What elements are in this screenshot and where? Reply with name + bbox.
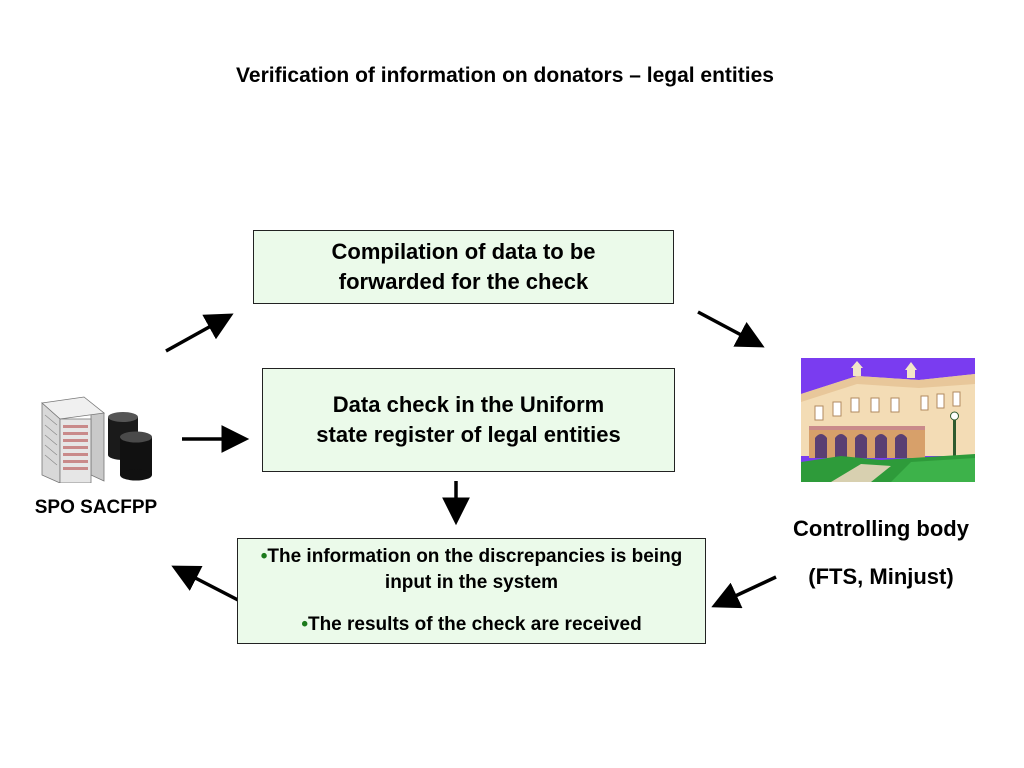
- controlling-body-line-2: (FTS, Minjust): [808, 564, 954, 589]
- arrow-controlling-body-to-results: [711, 575, 777, 609]
- results-item-2-text: The results of the check are received: [307, 614, 642, 635]
- controlling-body-label: Controlling body (FTS, Minjust): [770, 505, 992, 601]
- government-building-icon: [801, 358, 975, 482]
- server-with-database-cylinders-icon: [41, 396, 152, 483]
- results-item-2: •The results of the check are received: [301, 612, 641, 638]
- results-box: •The information on the discrepancies is…: [237, 538, 706, 644]
- data-check-line-1: Data check in the Uniform: [332, 392, 605, 417]
- slide-title: Verification of information on donators …: [236, 64, 774, 87]
- results-item-1-text: The information on the discrepancies is …: [267, 546, 683, 593]
- bullet-icon: •: [301, 614, 308, 635]
- results-item-1: •The information on the discrepancies is…: [244, 544, 699, 596]
- data-check-box: Data check in the Uniform state register…: [262, 368, 675, 472]
- compilation-line-2: forwarded for the check: [338, 269, 589, 294]
- bullet-icon: •: [260, 546, 268, 567]
- compilation-line-1: Compilation of data to be: [331, 239, 596, 264]
- arrow-server-to-compilation: [165, 313, 234, 353]
- controlling-body-line-1: Controlling body: [793, 516, 969, 541]
- spo-label: SPO SACFPP: [34, 497, 158, 518]
- data-check-line-2: state register of legal entities: [316, 422, 621, 447]
- arrow-compilation-to-controlling-body: [697, 310, 765, 348]
- compilation-box: Compilation of data to be forwarded for …: [253, 230, 674, 304]
- arrow-results-to-server: [171, 565, 239, 602]
